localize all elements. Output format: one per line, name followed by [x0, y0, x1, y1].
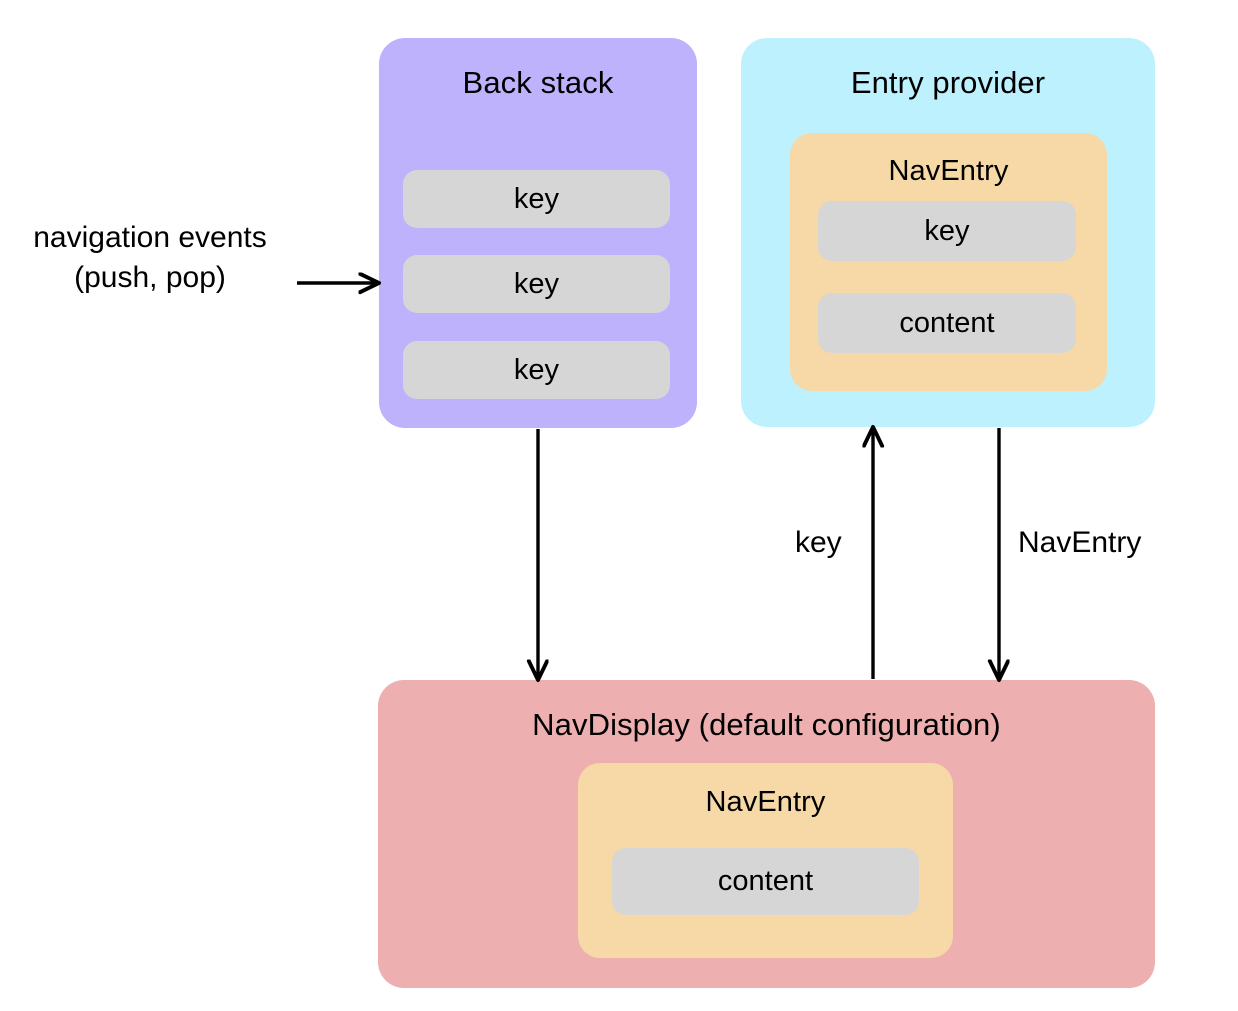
entry-provider-nav-entry-card: NavEntry key content — [790, 133, 1107, 391]
back-stack-key-chip-3: key — [403, 341, 670, 399]
edge-label-nav-entry: NavEntry — [1018, 526, 1142, 559]
back-stack-key-chip-3-label: key — [513, 353, 560, 386]
back-stack-key-chip-2: key — [403, 255, 670, 313]
entry-provider-nav-entry-title: NavEntry — [888, 155, 1009, 187]
entry-provider-key-chip: key — [818, 201, 1076, 261]
back-stack-key-chip-1: key — [403, 170, 670, 228]
edge-label-key: key — [795, 526, 842, 559]
back-stack-title: Back stack — [462, 65, 614, 100]
nav-display-card: NavDisplay (default configuration) NavEn… — [378, 680, 1155, 988]
back-stack-key-chip-1-label: key — [513, 182, 560, 215]
navigation-events-line-2: (push, pop) — [74, 261, 226, 294]
entry-provider-key-chip-label: key — [924, 214, 970, 247]
entry-provider-content-chip: content — [818, 293, 1076, 353]
nav-display-nav-entry-title: NavEntry — [705, 786, 826, 818]
back-stack-key-chip-2-label: key — [513, 267, 560, 300]
nav-display-content-chip-label: content — [717, 865, 814, 897]
entry-provider-content-chip-label: content — [899, 306, 995, 339]
entry-provider-title: Entry provider — [850, 65, 1046, 100]
nav-display-content-chip: content — [612, 848, 919, 915]
nav-display-title: NavDisplay (default configuration) — [532, 707, 1001, 742]
entry-provider-card: Entry provider NavEntry key content — [741, 38, 1155, 427]
nav-display-nav-entry-card: NavEntry content — [578, 763, 953, 958]
navigation-events-label: navigation events (push, pop) — [10, 218, 290, 298]
navigation-events-line-1: navigation events — [33, 221, 267, 254]
back-stack-card: Back stack key key key — [379, 38, 697, 428]
